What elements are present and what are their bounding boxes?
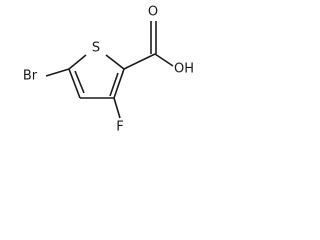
atom-label-sulfur: S — [92, 41, 100, 56]
bond-c4-c5-inner — [74, 70, 85, 94]
bond-c3-f — [113, 97, 121, 119]
atom-label-fluorine: F — [116, 120, 123, 135]
structural-formula: S Br F O OH — [23, 5, 194, 135]
atom-label-hydroxyl: OH — [174, 62, 194, 77]
bond-carboxyl-oh — [154, 53, 174, 67]
bond-c4-c5 — [68, 68, 81, 99]
atom-label-bromine: Br — [23, 69, 38, 84]
atom-label-carbonyl-oxygen: O — [148, 5, 158, 20]
bond-c2-c3 — [113, 68, 125, 99]
bond-c5-br — [45, 68, 70, 77]
bond-c2-c3-inner — [109, 72, 119, 97]
bond-c2-carboxyl — [123, 53, 156, 70]
bond-s-c2 — [105, 54, 125, 70]
bond-s-c5 — [68, 54, 87, 70]
